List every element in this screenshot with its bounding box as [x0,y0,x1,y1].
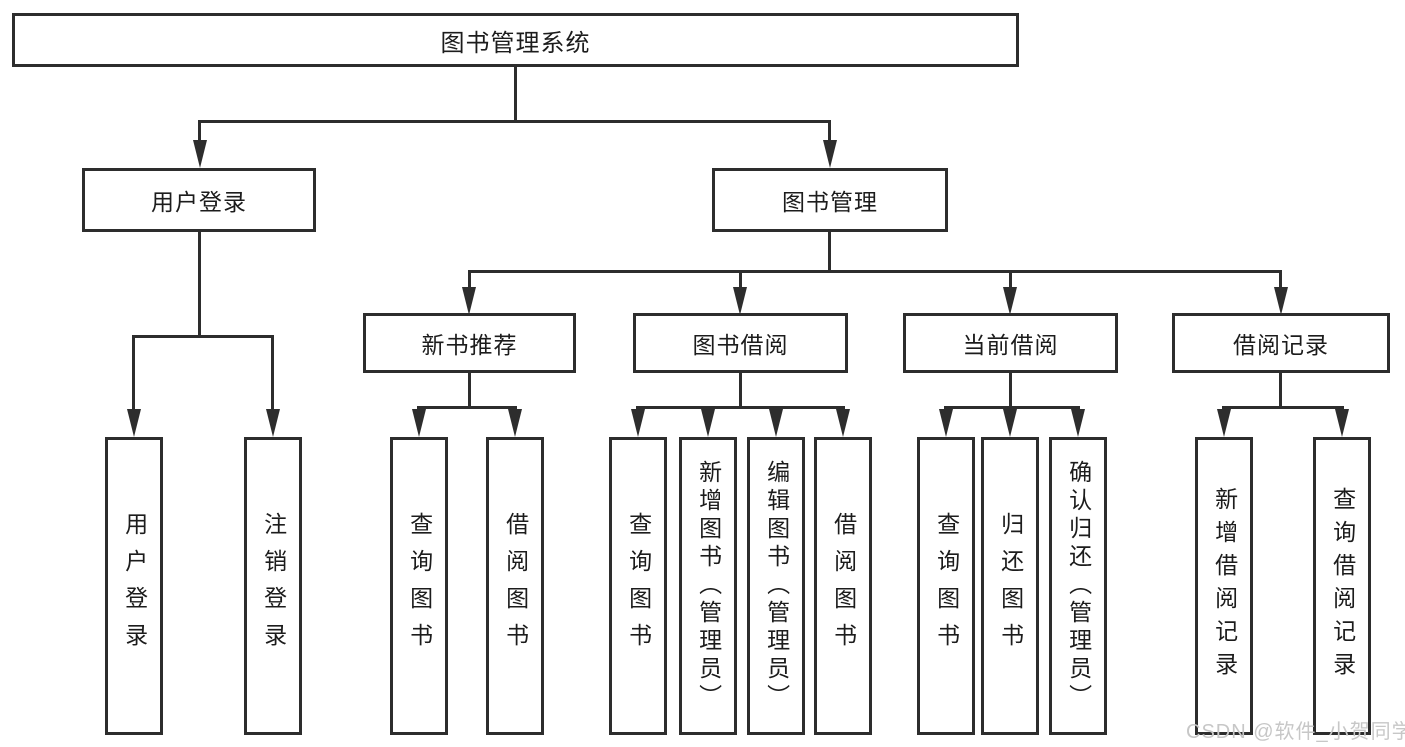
node-book-borrowing: 图书借阅 [633,313,848,373]
node-label: 注销登录 [260,512,287,660]
arrow-down-icon [508,409,522,437]
leaf-query-borrow-record: 查询借阅记录 [1313,437,1371,735]
connector-line [132,335,274,338]
leaf-query-books: 查询图书 [917,437,975,735]
arrow-down-icon [823,140,837,168]
node-label: 用户登录 [151,189,247,215]
node-label: 新增图书（管理员） [695,460,722,712]
leaf-edit-books-admin: 编辑图书（管理员） [747,437,805,735]
node-label: 当前借阅 [962,332,1059,358]
connector-line [271,335,274,411]
connector-line [1279,270,1282,289]
arrow-down-icon [1003,287,1017,315]
arrow-down-icon [462,287,476,315]
leaf-borrow-books: 借阅图书 [814,437,872,735]
arrow-down-icon [1071,409,1085,437]
connector-line [198,120,201,142]
connector-line [514,67,517,120]
connector-line [1009,373,1012,406]
leaf-add-books-admin: 新增图书（管理员） [679,437,737,735]
connector-line [739,373,742,406]
leaf-confirm-return-admin: 确认归还（管理员） [1049,437,1107,735]
arrow-down-icon [266,409,280,437]
csdn-watermark: CSDN @软件_小贺同学 [1186,721,1405,743]
leaf-user-login: 用户登录 [105,437,163,735]
arrow-down-icon [1003,409,1017,437]
node-label: 归还图书 [997,512,1024,660]
node-label: 新书推荐 [421,332,518,358]
connector-line [944,406,1080,409]
node-label: 查询图书 [933,512,960,660]
arrow-down-icon [769,409,783,437]
node-label: 新增借阅记录 [1211,487,1238,685]
connector-line [468,270,1282,273]
connector-line [417,406,517,409]
connector-line [468,373,471,406]
leaf-borrow-books: 借阅图书 [486,437,544,735]
node-new-book-recommend: 新书推荐 [363,313,576,373]
node-library-system: 图书管理系统 [12,13,1019,67]
connector-line [132,335,135,411]
node-current-borrowing: 当前借阅 [903,313,1118,373]
leaf-query-books: 查询图书 [609,437,667,735]
node-borrowing-records: 借阅记录 [1172,313,1390,373]
connector-line [1279,373,1282,406]
connector-line [828,232,831,270]
node-label: 查询借阅记录 [1329,487,1356,685]
leaf-return-books: 归还图书 [981,437,1039,735]
node-label: 确认归还（管理员） [1065,460,1092,712]
arrow-down-icon [193,140,207,168]
leaf-logout: 注销登录 [244,437,302,735]
arrow-down-icon [701,409,715,437]
arrow-down-icon [1274,287,1288,315]
node-label: 图书管理 [782,189,878,215]
arrow-down-icon [1335,409,1349,437]
node-label: 查询图书 [625,512,652,660]
connector-line [1009,270,1012,289]
node-label: 图书借阅 [692,332,789,358]
arrow-down-icon [733,287,747,315]
leaf-query-books: 查询图书 [390,437,448,735]
node-label: 编辑图书（管理员） [763,460,790,712]
connector-line [198,120,831,123]
node-user-login: 用户登录 [82,168,316,232]
connector-line [828,120,831,142]
arrow-down-icon [631,409,645,437]
connector-line [1222,406,1344,409]
arrow-down-icon [939,409,953,437]
arrow-down-icon [836,409,850,437]
node-label: 借阅图书 [830,512,857,660]
node-label: 查询图书 [406,512,433,660]
connector-line [198,232,201,335]
node-label: 借阅记录 [1233,332,1329,358]
node-label: 用户登录 [121,512,148,660]
node-label: 图书管理系统 [440,29,591,57]
arrow-down-icon [127,409,141,437]
arrow-down-icon [412,409,426,437]
node-label: 借阅图书 [502,512,529,660]
leaf-add-borrow-record: 新增借阅记录 [1195,437,1253,735]
arrow-down-icon [1217,409,1231,437]
connector-line [636,406,845,409]
node-book-management: 图书管理 [712,168,948,232]
connector-line [739,270,742,289]
connector-line [468,270,471,289]
